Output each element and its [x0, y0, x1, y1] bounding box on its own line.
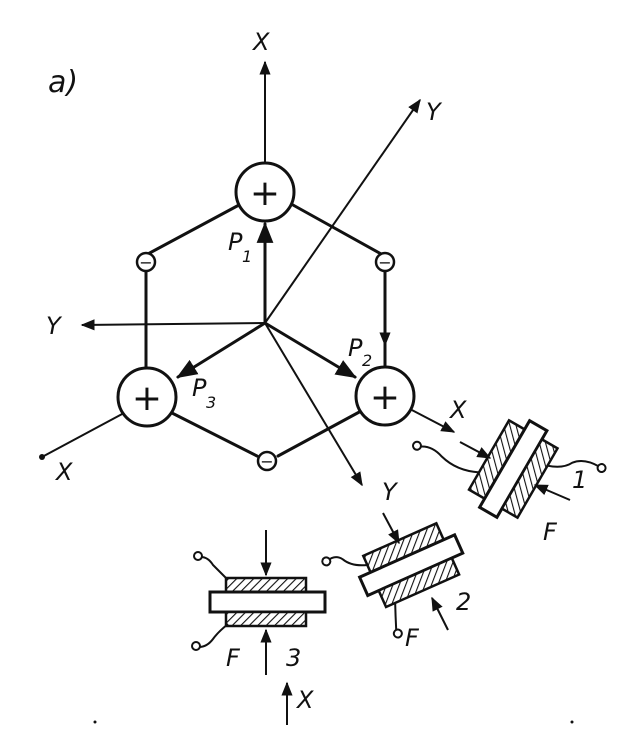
y-axis-bottom-label: Y	[382, 478, 399, 506]
p1-label: P 1	[228, 228, 252, 266]
svg-text:−: −	[139, 253, 152, 272]
piezo-element-1	[411, 418, 607, 520]
element-2-force: F	[405, 624, 420, 652]
force-arrow-1	[533, 484, 571, 501]
svg-text:P: P	[348, 334, 363, 362]
p2-vector	[263, 321, 357, 379]
negative-charge-right: −	[374, 251, 396, 273]
svg-text:3: 3	[206, 393, 216, 412]
force-arrow-1b	[459, 441, 492, 459]
x-axis-left-label: X	[54, 458, 73, 486]
positive-charge-top: +	[234, 161, 296, 223]
x-axis-top-label: X	[251, 28, 270, 56]
y-axis-bottom	[264, 322, 363, 487]
y-axis-top-label: Y	[426, 98, 443, 126]
hexagon-frame	[144, 203, 387, 458]
positive-charge-left: +	[116, 366, 178, 428]
svg-text:+: +	[370, 377, 400, 418]
svg-text:+: +	[250, 173, 280, 214]
x-axis-right	[407, 407, 456, 433]
negative-charge-bottom: −	[256, 450, 278, 472]
element-3-number: 3	[286, 644, 301, 672]
p3-label: P 3	[192, 374, 216, 412]
svg-text:P: P	[192, 374, 207, 402]
svg-text:P: P	[228, 228, 243, 256]
y-axis-top	[264, 98, 421, 324]
y-axis-left-label: Y	[46, 312, 63, 340]
element-2-number: 2	[456, 588, 471, 616]
element-1-force: F	[543, 518, 558, 546]
svg-text:+: +	[132, 378, 162, 419]
piezo-element-2	[321, 521, 465, 639]
negative-charge-left: −	[135, 251, 157, 273]
panel-label: a)	[48, 65, 78, 100]
positive-charge-right: +	[354, 365, 416, 427]
p2-label: P 2	[348, 334, 372, 370]
element-3-force: F	[226, 644, 241, 672]
svg-text:1: 1	[242, 247, 252, 266]
polarization-vectors	[176, 221, 391, 379]
x-axis-right-label: X	[448, 396, 467, 424]
piezo-element-3	[191, 551, 327, 651]
svg-text:−: −	[378, 253, 391, 272]
axes	[39, 60, 456, 725]
x-axis-bottom-label: X	[295, 686, 314, 714]
x-axis-left	[41, 412, 125, 458]
y-axis-left	[80, 319, 266, 331]
svg-text:2: 2	[362, 351, 372, 370]
p3-vector	[176, 321, 267, 379]
element-1-number: 1	[572, 466, 587, 494]
force-arrow-2a	[382, 512, 400, 545]
force-arrow-2b	[431, 596, 449, 631]
svg-text:−: −	[260, 452, 273, 471]
